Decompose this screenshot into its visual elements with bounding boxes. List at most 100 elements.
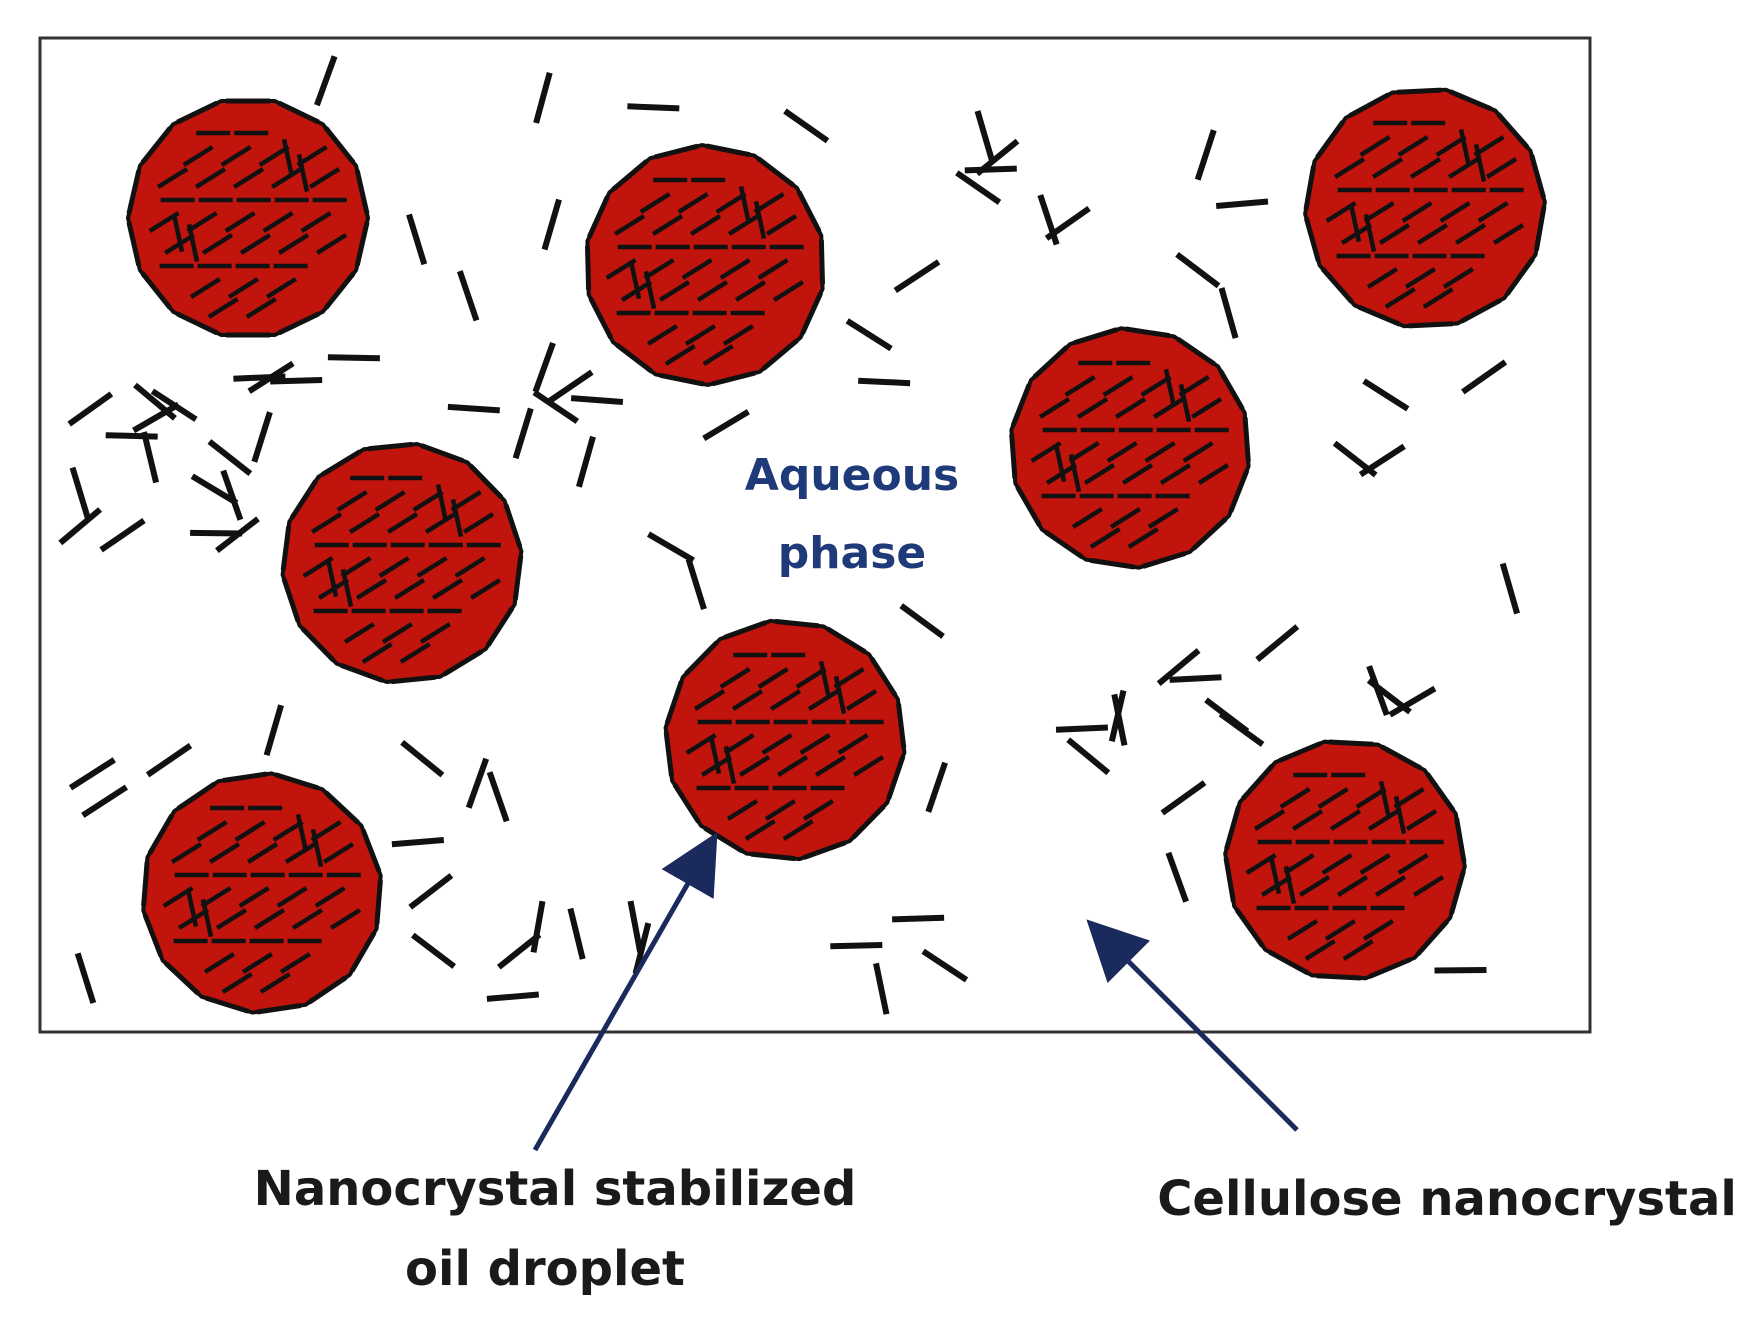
adsorbed-nanocrystal — [1329, 739, 1374, 747]
adsorbed-nanocrystal — [756, 156, 795, 188]
interior-nanocrystal — [643, 270, 657, 310]
adsorbed-nanocrystal — [222, 771, 268, 783]
interior-nanocrystal — [220, 145, 252, 167]
cellulose-nanocrystal — [1037, 194, 1060, 246]
interior-nanocrystal — [246, 842, 279, 864]
adsorbed-nanocrystal — [374, 880, 383, 925]
interior-nanocrystal — [719, 667, 751, 689]
cellulose-nanocrystal — [512, 407, 534, 460]
interior-nanocrystal — [1159, 463, 1192, 485]
cellulose-nanocrystal — [327, 354, 380, 362]
interior-nanocrystal — [772, 280, 805, 302]
adsorbed-nanocrystal — [611, 159, 649, 192]
interior-nanocrystal — [189, 277, 221, 299]
interior-nanocrystal — [837, 733, 869, 755]
cellulose-nanocrystal — [1165, 851, 1189, 903]
interior-nanocrystal — [1412, 875, 1445, 897]
interior-nanocrystal — [1324, 919, 1356, 941]
cellulose-nanocrystal — [627, 103, 680, 112]
oil-droplet — [1009, 326, 1251, 570]
cellulose-nanocrystal — [220, 469, 244, 521]
cellulose-nanocrystal — [576, 435, 596, 488]
interior-nanocrystal — [258, 145, 290, 167]
adsorbed-nanocrystal — [140, 272, 173, 310]
interior-nanocrystal — [1422, 287, 1454, 309]
interior-nanocrystal — [1378, 780, 1392, 820]
interior-nanocrystal — [215, 908, 248, 930]
interior-nanocrystal — [719, 258, 751, 280]
cellulose-nanocrystal — [74, 952, 97, 1004]
interior-nanocrystal — [374, 490, 406, 512]
cellulose-nanocrystal — [456, 270, 480, 322]
adsorbed-nanocrystal — [585, 245, 592, 290]
interior-nanocrystal — [1038, 397, 1071, 419]
adsorbed-nanocrystal — [1449, 870, 1466, 914]
adsorbed-nanocrystal — [486, 606, 515, 647]
interior-nanocrystal — [310, 512, 343, 534]
adsorbed-nanocrystal — [1228, 469, 1250, 513]
cellulose-nanocrystal — [263, 704, 284, 757]
interior-nanocrystal — [386, 512, 419, 534]
interior-nanocrystal — [818, 660, 832, 700]
interior-nanocrystal — [1435, 135, 1467, 157]
interior-nanocrystal — [643, 258, 675, 280]
adsorbed-nanocrystal — [588, 297, 614, 340]
interior-nanocrystal — [1405, 809, 1438, 831]
adsorbed-nanocrystal — [796, 190, 822, 233]
interior-nanocrystal — [1363, 213, 1377, 253]
cellulose-nanocrystal — [1160, 780, 1207, 816]
cellulose-nanocrystal — [408, 873, 454, 910]
interior-nanocrystal — [1442, 267, 1474, 289]
interior-nanocrystal — [799, 733, 831, 755]
interior-nanocrystal — [1053, 443, 1067, 483]
interior-nanocrystal — [696, 280, 729, 302]
interior-nanocrystal — [1147, 507, 1179, 529]
interior-nanocrystal — [265, 277, 297, 299]
adsorbed-nanocrystal — [723, 620, 767, 640]
interior-nanocrystal — [272, 820, 304, 842]
interior-nanocrystal — [1190, 397, 1223, 419]
adsorbed-nanocrystal — [321, 449, 362, 477]
adsorbed-nanocrystal — [851, 804, 886, 840]
interior-nanocrystal — [1253, 809, 1286, 831]
adsorbed-nanocrystal — [126, 169, 142, 214]
interior-nanocrystal — [295, 813, 309, 853]
oil-droplet — [1223, 739, 1467, 981]
interior-nanocrystal — [1367, 809, 1400, 831]
adsorbed-nanocrystal — [761, 338, 799, 371]
interior-nanocrystal — [1283, 865, 1297, 905]
cellulose-nanocrystal — [532, 389, 579, 424]
adsorbed-nanocrystal — [1415, 919, 1449, 956]
oil-droplet — [1303, 87, 1547, 329]
cellulose-nanocrystal — [530, 900, 546, 953]
cellulose-nanocrystal — [141, 431, 160, 484]
adsorbed-nanocrystal — [826, 626, 867, 654]
adsorbed-nanocrystal — [896, 703, 907, 748]
adsorbed-nanocrystal — [587, 195, 610, 238]
interior-nanocrystal — [1473, 143, 1487, 183]
interior-nanocrystal — [734, 280, 767, 302]
cellulose-nanocrystal — [845, 318, 893, 352]
oil-droplet — [280, 441, 524, 685]
interior-nanocrystal — [378, 556, 410, 578]
interior-nanocrystal — [1329, 809, 1362, 831]
interior-nanocrystal — [795, 667, 827, 689]
interior-nanocrystal — [693, 689, 726, 711]
cellulose-nanocrystal — [270, 377, 323, 385]
adsorbed-nanocrystal — [818, 240, 825, 285]
free-cellulose-nanocrystals — [58, 55, 1520, 1015]
interior-nanocrystal — [227, 277, 259, 299]
interior-nanocrystal — [340, 556, 372, 578]
cellulose-nanocrystal — [69, 466, 91, 519]
interior-nanocrystal — [185, 888, 199, 928]
interior-nanocrystal — [1366, 267, 1398, 289]
interior-nanocrystal — [764, 799, 796, 821]
adsorbed-nanocrystal — [1223, 857, 1236, 903]
interior-nanocrystal — [723, 733, 755, 755]
adsorbed-nanocrystal — [1505, 257, 1535, 296]
crystal-caption: Cellulose nanocrystal — [1157, 1171, 1737, 1227]
aqueous-phase-label-line2: phase — [778, 528, 927, 579]
interior-nanocrystal — [399, 642, 431, 664]
interior-nanocrystal — [208, 842, 241, 864]
cellulose-nanocrystal — [1388, 685, 1437, 718]
